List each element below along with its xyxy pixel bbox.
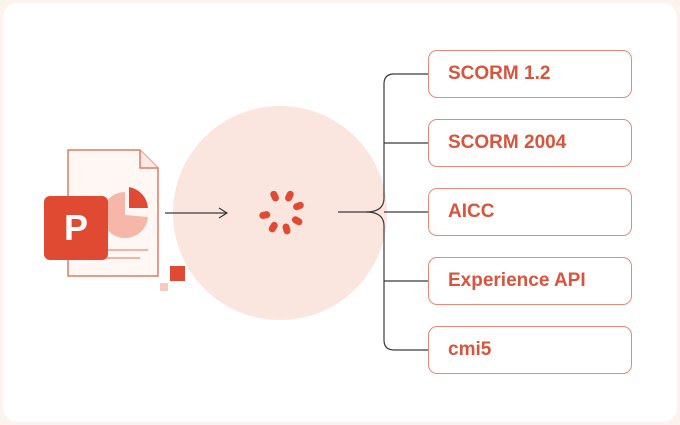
powerpoint-badge-letter: P (64, 207, 88, 248)
pie-chart-icon (102, 187, 148, 239)
output-scorm-2004: SCORM 2004 (428, 119, 632, 167)
ispring-sunburst-icon (259, 190, 304, 235)
output-connectors (338, 73, 428, 351)
output-scorm-1-2: SCORM 1.2 (428, 50, 632, 98)
powerpoint-file-icon: P (44, 149, 159, 277)
output-label: SCORM 1.2 (448, 63, 551, 84)
decor-square-small (160, 283, 168, 291)
powerpoint-badge (44, 196, 108, 260)
output-cmi5: cmi5 (428, 326, 632, 374)
output-aicc: AICC (428, 188, 632, 236)
output-label: AICC (448, 201, 495, 222)
input-arrow (165, 207, 229, 219)
output-label: Experience API (448, 270, 586, 291)
output-label: SCORM 2004 (448, 132, 567, 153)
output-label: cmi5 (448, 339, 492, 360)
output-experience-api: Experience API (428, 257, 632, 305)
decor-square-large (170, 266, 185, 281)
